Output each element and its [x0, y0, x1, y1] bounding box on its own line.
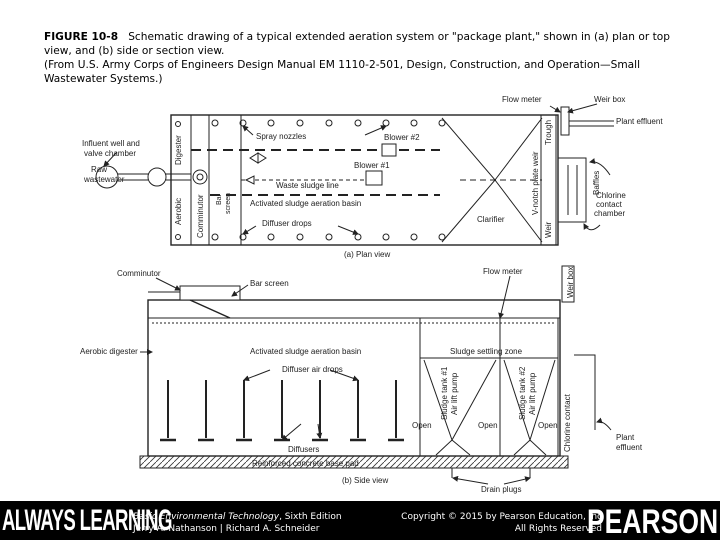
label-aerobic-digester: Aerobic digester — [80, 347, 138, 356]
label-trough: Trough — [544, 120, 553, 145]
label-bar: Bar — [216, 193, 223, 205]
label-sludge-tank-1: Sludge tank #1 — [440, 366, 449, 420]
label-blower-1: Blower #1 — [354, 161, 390, 170]
label-wastewater: wastewater — [83, 175, 125, 184]
base-pad — [139, 455, 569, 469]
label-plant-effluent-plan: Plant effluent — [616, 117, 663, 126]
label-weir-box-side: Weir box — [566, 267, 575, 298]
comminutor — [192, 169, 208, 185]
label-influent-well: Influent well and — [82, 139, 140, 148]
caption-source: (From U.S. Army Corps of Engineers Desig… — [44, 59, 641, 85]
book-title: Basic Environmental Technology — [133, 512, 280, 522]
label-comminutor-side: Comminutor — [117, 269, 161, 278]
label-blower-2: Blower #2 — [384, 133, 420, 142]
aeration-system-diagram: Flow meter Weir box Plant effluent Spray… — [80, 95, 663, 494]
label-diffuser-air-drops: Diffuser air drops — [282, 365, 343, 374]
plan-tank-outline — [170, 114, 559, 246]
caption-line-1: FIGURE 10-8 Schematic drawing of a typic… — [44, 30, 684, 58]
label-sludge-settling-zone: Sludge settling zone — [450, 347, 523, 356]
label-base-pad: Reinforced concrete base pad — [252, 459, 359, 468]
label-chlorine-contact: Chlorine contact — [563, 393, 572, 452]
label-drain-plugs: Drain plugs — [481, 485, 521, 494]
figure-label: FIGURE 10-8 — [44, 31, 119, 43]
caption-text: Schematic drawing of a typical extended … — [44, 31, 670, 57]
label-diffusers: Diffusers — [288, 445, 319, 454]
blower-1 — [365, 170, 383, 186]
label-waste-sludge-line: Waste sludge line — [276, 181, 339, 190]
label-clarifier: Clarifier — [477, 215, 505, 224]
blower-2 — [381, 143, 397, 157]
label-open-2: Open — [478, 421, 498, 430]
label-air-lift-pump-2: Air lift pump — [528, 372, 537, 415]
label-chlorine: Chlorine — [596, 191, 626, 200]
label-sludge-tank-2: Sludge tank #2 — [518, 366, 527, 420]
label-diffuser-drops: Diffuser drops — [262, 219, 312, 228]
label-open-1: Open — [412, 421, 432, 430]
label-digester: Digester — [174, 135, 183, 165]
figure-caption: FIGURE 10-8 Schematic drawing of a typic… — [44, 30, 684, 86]
label-weir-box-plan: Weir box — [594, 95, 625, 104]
weir-box-side — [561, 265, 575, 303]
label-side-view: (b) Side view — [342, 476, 388, 485]
side-view-labels: Comminutor Flow meter Bar screen Aerobic… — [80, 267, 643, 494]
label-open-3: Open — [538, 421, 558, 430]
label-baffles: Baffles — [592, 171, 601, 195]
label-flow-meter-plan: Flow meter — [502, 95, 542, 104]
chlorine-contact-chamber — [557, 157, 587, 223]
rights-line: All Rights Reserved — [514, 524, 602, 534]
label-air-lift-pump-1: Air lift pump — [450, 372, 459, 415]
label-weir: Weir — [544, 221, 553, 238]
plan-view-labels: Flow meter Weir box Plant effluent Spray… — [82, 95, 663, 259]
label-flow-meter-side: Flow meter — [483, 267, 523, 276]
book-credit: Basic Environmental Technology, Sixth Ed… — [133, 511, 342, 535]
label-spray-nozzles: Spray nozzles — [256, 132, 306, 141]
book-authors: Jerry A. Nathanson | Richard A. Schneide… — [133, 524, 320, 534]
label-valve-chamber: valve chamber — [84, 149, 136, 158]
book-edition: , Sixth Edition — [279, 512, 342, 522]
label-effluent: effluent — [616, 443, 643, 452]
pearson-logo: PEARSON — [586, 503, 718, 541]
label-plant: Plant — [616, 433, 635, 442]
label-activated-sludge-basin-plan: Activated sludge aeration basin — [250, 199, 361, 208]
label-comminutor-plan: Comminutor — [196, 194, 205, 238]
weir-box-plan — [560, 106, 570, 136]
label-raw: Raw — [91, 165, 107, 174]
label-screen: screen — [225, 193, 232, 214]
footer-bar: ALWAYS LEARNING Basic Environmental Tech… — [0, 501, 720, 541]
label-aerobic: Aerobic — [174, 198, 183, 225]
label-activated-sludge-basin-side: Activated sludge aeration basin — [250, 347, 361, 356]
label-contact: contact — [596, 200, 623, 209]
label-chamber: chamber — [594, 209, 625, 218]
label-bar-screen: Bar screen — [250, 279, 289, 288]
label-plan-view: (a) Plan view — [344, 250, 390, 259]
side-view — [139, 265, 612, 485]
spray-nozzle-row — [211, 119, 446, 127]
always-learning-logo: ALWAYS LEARNING — [2, 504, 172, 537]
copyright-line: Copyright © 2015 by Pearson Education, I… — [401, 512, 602, 522]
copyright-notice: Copyright © 2015 by Pearson Education, I… — [401, 511, 602, 535]
diffuser-air-drops — [160, 380, 404, 442]
plan-view — [95, 103, 614, 246]
label-v-notch-weir: V-notch plate weir — [531, 151, 540, 215]
